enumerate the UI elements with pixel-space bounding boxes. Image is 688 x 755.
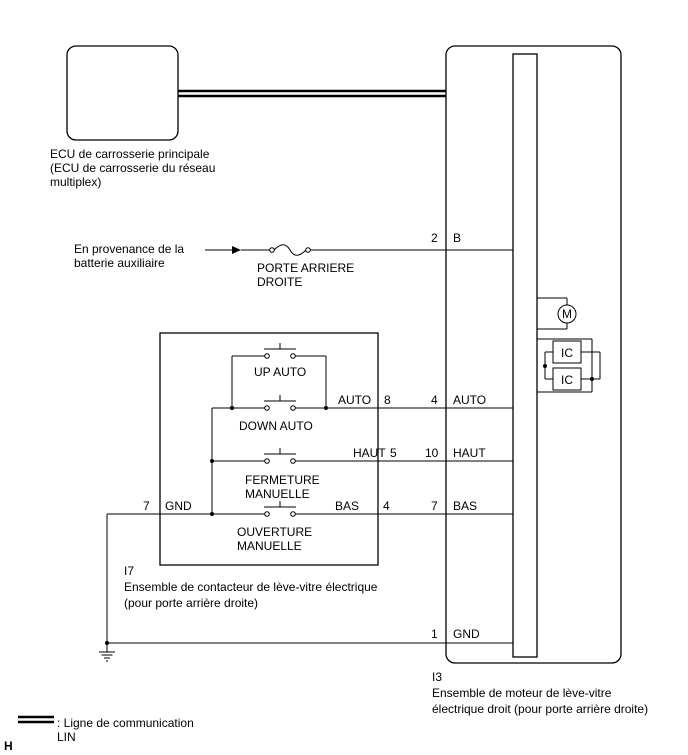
switch-auto-label: AUTO [338,393,371,407]
ecu-main-label: ECU de carrosserie principale (ECU de ca… [50,147,215,189]
svg-text:DROITE: DROITE [257,275,302,289]
switch-pin-5: 5 [390,446,397,460]
motor-pin-1: 1 [431,627,438,641]
switch-internal-wiring [107,355,513,516]
svg-text:Ensemble de moteur de lève-vit: Ensemble de moteur de lève-vitre [432,686,612,700]
switch-assembly-box [159,332,379,566]
fuse-icon [269,244,311,256]
main-body-ecu-box [66,45,179,141]
motor-bas-label: BAS [453,499,477,513]
motor-icon: M [557,304,577,324]
svg-text:OUVERTURE: OUVERTURE [237,525,312,539]
motor-connector-bar [512,53,538,658]
up-auto-label: UP AUTO [254,365,306,379]
switch-bas-label: BAS [335,499,359,513]
down-auto-switch-icon [264,395,296,411]
motor-pin-7: 7 [431,499,438,513]
motor-internals [537,297,601,393]
source-label: En provenance de la batterie auxiliaire [74,242,184,270]
switch-pin-8: 8 [384,393,391,407]
svg-text:LIN: LIN [57,730,76,744]
motor-auto-label: AUTO [453,393,486,407]
svg-text:I3: I3 [432,670,442,684]
motor-gnd-label: GND [453,627,480,641]
svg-text:(pour porte arrière droite): (pour porte arrière droite) [124,596,258,610]
ground-wiring [105,514,513,652]
manual-close-switch-icon [264,448,296,464]
fuse-label: PORTE ARRIERE DROITE [257,261,354,289]
svg-text:IC: IC [561,373,573,387]
motor-pin-4: 4 [431,393,438,407]
switch-assembly-caption: I7 Ensemble de contacteur de lève-vitre … [124,564,378,610]
lin-legend-symbol [18,715,54,724]
manual-close-label: FERMETURE MANUELLE [245,473,320,501]
svg-text:: Ligne de communication: : Ligne de communication [57,716,194,730]
svg-text:électrique droit (pour porte a: électrique droit (pour porte arrière dro… [432,702,648,716]
switch-gnd-label: GND [165,499,192,513]
corner-mark: H [4,739,13,753]
switch-pin-7: 7 [143,499,150,513]
svg-text:batterie auxiliaire: batterie auxiliaire [74,256,165,270]
motor-pin-10: 10 [425,446,439,460]
svg-text:PORTE ARRIERE: PORTE ARRIERE [257,261,354,275]
motor-haut-label: HAUT [453,446,486,460]
svg-text:En provenance de la: En provenance de la [74,242,184,256]
ic-1: IC [552,340,582,364]
up-auto-switch-icon [264,343,296,359]
pin-2-number: 2 [431,231,438,245]
ground-icon [99,651,115,662]
svg-text:I7: I7 [124,564,134,578]
svg-text:multiplex): multiplex) [50,175,101,189]
switch-haut-label: HAUT [353,446,386,460]
switch-pin-4: 4 [383,499,390,513]
svg-text:ECU de carrosserie principale: ECU de carrosserie principale [50,147,210,161]
svg-text:M: M [562,307,572,321]
pin-b-label: B [453,231,461,245]
svg-text:(ECU de carrosserie du réseau: (ECU de carrosserie du réseau [50,161,215,175]
down-auto-label: DOWN AUTO [239,419,313,433]
motor-assembly-caption: I3 Ensemble de moteur de lève-vitre élec… [432,670,648,716]
svg-text:FERMETURE: FERMETURE [245,473,320,487]
manual-open-switch-icon [264,501,296,517]
svg-text:MANUELLE: MANUELLE [245,487,310,501]
manual-open-label: OUVERTURE MANUELLE [237,525,312,553]
svg-text:IC: IC [561,346,573,360]
legend-text: : Ligne de communication LIN [57,716,194,744]
svg-text:MANUELLE: MANUELLE [237,539,302,553]
ic-2: IC [552,367,582,391]
arrow-right-icon [232,246,241,254]
svg-text:Ensemble de contacteur de lève: Ensemble de contacteur de lève-vitre éle… [124,580,378,594]
